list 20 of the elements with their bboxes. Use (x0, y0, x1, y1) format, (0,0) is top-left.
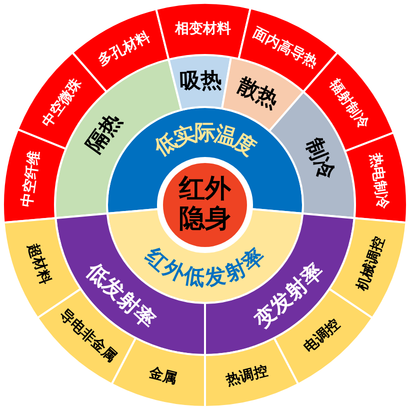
segment-label: 金属 (148, 366, 178, 386)
segment-label: 热调控 (224, 364, 269, 388)
arc-label: 红外低发射率 (141, 243, 269, 290)
segment-label: 中空微珠 (40, 76, 84, 130)
segment-label: 热电制冷 (368, 152, 390, 210)
segment-label: 超材料 (25, 242, 53, 286)
segment-label: 电调控 (302, 317, 343, 356)
segment-label: 制冷 (302, 135, 338, 182)
segment-label: 辐射制冷 (327, 77, 371, 131)
arc-label: 低实际温度 (150, 120, 260, 160)
segment-label: 面内高导热 (250, 26, 320, 70)
segment-label: 多孔材料 (96, 30, 152, 68)
center-label: 红外隐身 (178, 175, 232, 235)
segment-label: 机械调控 (354, 235, 387, 292)
segment-label: 中空纤维 (20, 150, 42, 208)
segment-label: 吸热 (179, 70, 222, 92)
segment-label: 导电非金属 (57, 308, 119, 365)
segment-label: 相变材料 (175, 22, 232, 36)
segment-label: 隔热 (83, 110, 125, 156)
segment-label: 散热 (234, 74, 282, 112)
